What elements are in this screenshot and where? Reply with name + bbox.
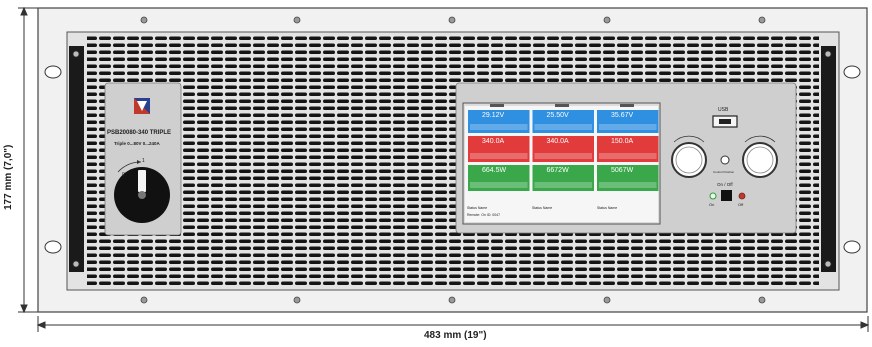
channel-1-current-subinfo <box>470 153 528 159</box>
model-name: PSB20080-340 TRIPLE <box>107 130 172 136</box>
rack-mount-holes <box>44 65 861 254</box>
power-switch-panel <box>104 82 182 236</box>
channel-3-power-subinfo <box>599 182 657 188</box>
channel-1-current-value: 340.0A <box>482 138 505 145</box>
channel-2-power-value: 6672W <box>546 167 569 174</box>
channel-2-current-value: 340.0A <box>546 138 569 145</box>
channel-2-voltage-subinfo <box>534 124 592 130</box>
handle-screws <box>72 50 832 268</box>
lcd-status-line: Remote: On ID: 0047 <box>467 213 501 217</box>
channel-3-voltage-subinfo <box>599 124 657 130</box>
channel-1-current-tile <box>468 136 530 162</box>
off-indicator-led <box>738 192 746 200</box>
right-handle <box>821 46 836 272</box>
chassis-screws <box>140 16 766 304</box>
channel-3-current-tile <box>597 136 659 162</box>
switch-lever[interactable] <box>138 170 146 192</box>
off-label: Off <box>738 202 744 207</box>
height-dimension-line <box>18 6 40 314</box>
channel-3-voltage-value: 35.67V <box>611 112 634 119</box>
usb-label: USB <box>718 107 729 113</box>
right-control-knob[interactable] <box>742 135 778 178</box>
channel-1-power-value: 664.5W <box>482 167 507 174</box>
control-position-label: Control Position <box>713 170 735 174</box>
channel-2-voltage-value: 25.50V <box>546 112 569 119</box>
switch-mark-on: 1 <box>142 158 145 164</box>
channel-3-current-value: 150.0A <box>611 138 634 145</box>
on-label: On <box>709 202 715 207</box>
channel-2-voltage-tile <box>532 110 594 133</box>
channel-2-current-tile <box>532 136 594 162</box>
channel-1-power-subinfo <box>470 182 528 188</box>
channel-3-voltage-tile <box>597 110 659 133</box>
switch-mark-off: 0 <box>122 172 125 178</box>
left-control-knob[interactable] <box>671 135 707 178</box>
screen-tab-1 <box>490 104 504 107</box>
channel-3-power-tile <box>597 165 659 191</box>
model-spec: Triple 0...80V 0...240A <box>114 141 160 146</box>
channel-3-current-subinfo <box>599 153 657 159</box>
channel-2-power-subinfo <box>534 182 592 188</box>
left-handle <box>69 46 84 272</box>
screen-tab-3 <box>620 104 634 107</box>
power-output-button[interactable] <box>721 190 732 201</box>
center-button[interactable] <box>720 155 730 165</box>
channel-2-power-tile <box>532 165 594 191</box>
height-dimension-label: 177 mm (7,0") <box>3 144 14 210</box>
width-dimension-line <box>36 316 870 332</box>
lcd-footer-3: Status Name <box>597 206 618 210</box>
channel-2-current-subinfo <box>534 153 592 159</box>
width-dimension-label: 483 mm (19") <box>424 330 487 341</box>
channel-1-voltage-subinfo <box>470 124 528 130</box>
on-indicator-led <box>709 192 717 200</box>
lcd-channel-tiles <box>468 104 659 191</box>
channel-1-voltage-tile <box>468 110 530 133</box>
channel-3-power-value: 5067W <box>611 167 634 174</box>
lcd-footer-1: Status Name <box>467 206 488 210</box>
onoff-label: On / Off <box>717 182 733 187</box>
channel-1-power-tile <box>468 165 530 191</box>
lcd-footer-2: Status Name <box>532 206 553 210</box>
screen-tab-2 <box>555 104 569 107</box>
channel-1-voltage-value: 29.12V <box>482 112 505 119</box>
